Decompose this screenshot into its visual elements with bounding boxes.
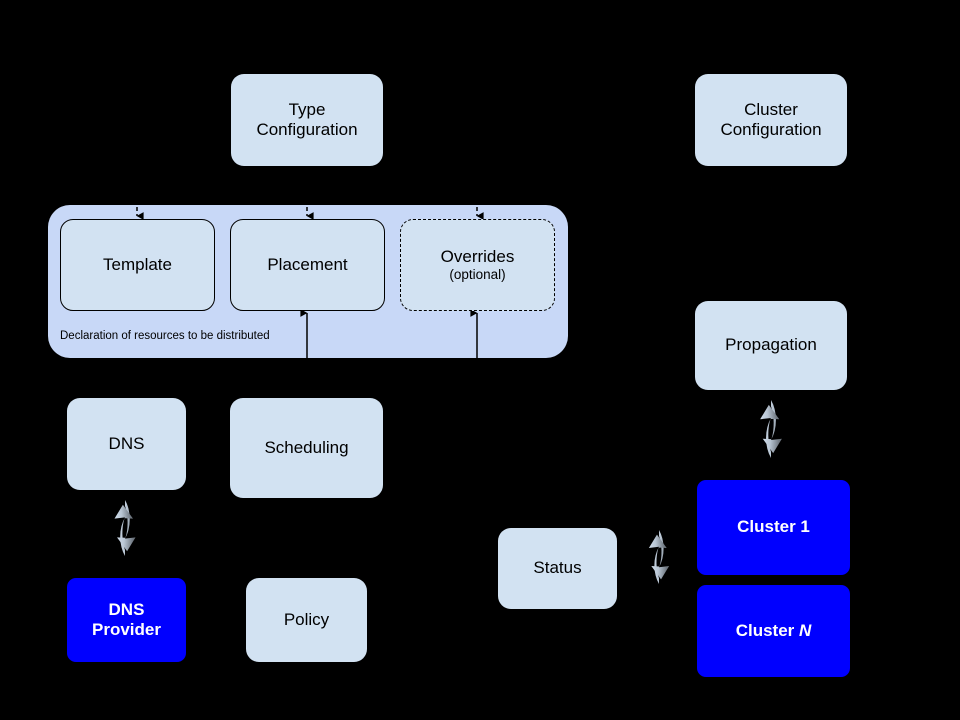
node-type-configuration[interactable]: Type Configuration (231, 74, 383, 166)
node-overrides[interactable]: Overrides(optional) (400, 219, 555, 311)
node-cluster-1[interactable]: Cluster 1 (697, 480, 850, 575)
sync-icon-status-cluster-sync (648, 530, 670, 584)
node-label-text: Cluster N (735, 620, 812, 640)
node-label-propagation: Propagation (725, 335, 817, 355)
node-label-text: Propagation (725, 335, 817, 355)
node-label-dns-provider: DNS Provider (92, 600, 161, 640)
node-label-text: DNS (108, 433, 145, 453)
node-label-placement: Placement (267, 255, 347, 275)
node-label-cluster-configuration: Cluster Configuration (720, 100, 821, 140)
node-label-text: Cluster 1 (737, 517, 810, 537)
sync-arrow-down (117, 500, 136, 552)
node-label-text: Status (533, 558, 582, 578)
node-label-text: Type Configuration (256, 99, 358, 139)
node-label-italic: N (799, 620, 812, 640)
node-label-text: Scheduling (264, 437, 349, 457)
node-status[interactable]: Status (498, 528, 617, 609)
node-label-text: Policy (283, 609, 330, 629)
node-label-text: DNS Provider (92, 599, 161, 639)
group-caption: Declaration of resources to be distribut… (60, 330, 270, 342)
sync-arrow-up (648, 534, 667, 584)
node-placement[interactable]: Placement (230, 219, 385, 311)
sync-icon-dns-sync (114, 500, 136, 556)
node-policy[interactable]: Policy (246, 578, 367, 662)
node-label-text: Overrides (440, 247, 515, 267)
node-sublabel: (optional) (449, 267, 506, 283)
node-propagation[interactable]: Propagation (695, 301, 847, 390)
sync-arrow-up (114, 504, 133, 556)
sync-arrow-down (762, 400, 782, 454)
node-label-text: Cluster Configuration (720, 99, 822, 139)
node-label-template: Template (103, 255, 172, 275)
node-dns[interactable]: DNS (67, 398, 186, 490)
node-label-text: Template (103, 254, 172, 274)
node-cluster-configuration[interactable]: Cluster Configuration (695, 74, 847, 166)
node-label-type-configuration: Type Configuration (256, 100, 357, 140)
node-cluster-n[interactable]: Cluster N (697, 585, 850, 677)
node-label-scheduling: Scheduling (264, 438, 348, 458)
sync-arrow-down (651, 530, 670, 580)
node-label-policy: Policy (284, 610, 329, 630)
node-label-dns: DNS (109, 434, 145, 454)
node-dns-provider[interactable]: DNS Provider (67, 578, 186, 662)
node-label-overrides: Overrides(optional) (441, 247, 515, 283)
sync-arrow-up (760, 404, 780, 458)
node-template[interactable]: Template (60, 219, 215, 311)
node-label-text: Placement (267, 254, 348, 274)
node-label-cluster-n: Cluster N (736, 621, 812, 641)
node-label-status: Status (533, 558, 581, 578)
sync-icon-propagation-cluster-sync (760, 400, 782, 458)
node-scheduling[interactable]: Scheduling (230, 398, 383, 498)
node-label-cluster-1: Cluster 1 (737, 517, 810, 537)
